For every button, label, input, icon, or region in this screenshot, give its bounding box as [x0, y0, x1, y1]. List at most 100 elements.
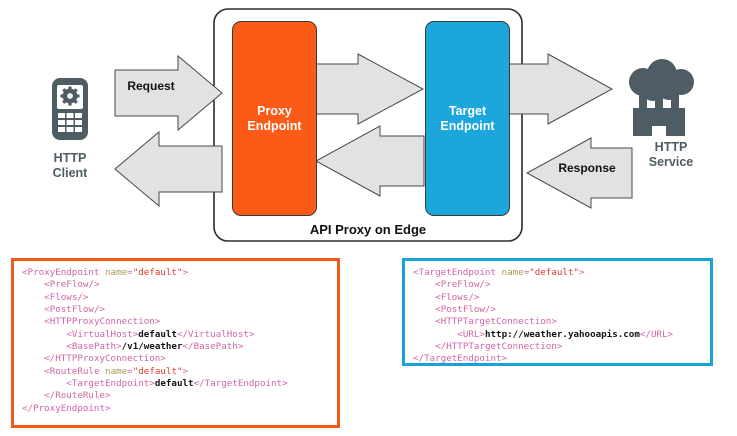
request-arrow — [114, 54, 223, 132]
http-service-label-line2: Service — [648, 155, 694, 169]
proxy-to-client-arrow — [114, 130, 223, 208]
code-token-punct: < — [66, 328, 72, 340]
api-proxy-container-title: API Proxy on Edge — [309, 222, 427, 237]
code-token-punct: < — [44, 365, 50, 377]
code-token-tag: PostFlow — [440, 304, 485, 316]
code-token-tag: PreFlow — [440, 279, 480, 291]
code-line: <PostFlow/> — [22, 304, 329, 316]
code-token-eq: = — [523, 267, 530, 278]
code-token-text — [22, 292, 44, 303]
code-token-tag: RouteRule — [49, 365, 100, 377]
code-token-tag: ProxyEndpoint — [27, 267, 100, 278]
code-line: <PreFlow/> — [413, 279, 702, 291]
code-token-text — [413, 279, 435, 290]
code-token-punct: > — [182, 365, 189, 377]
code-token-text — [22, 329, 66, 340]
code-token-punct: </ — [182, 341, 194, 353]
code-token-text — [22, 353, 44, 364]
proxy-to-target-arrow — [315, 53, 425, 125]
code-token-text — [22, 304, 44, 315]
code-token-punct: > — [105, 390, 111, 402]
proxy-endpoint-xml-block: <ProxyEndpoint name="default"> <PreFlow/… — [11, 258, 340, 428]
code-token-punct: > — [579, 267, 585, 278]
code-token-tag: HTTPTargetConnection — [440, 316, 552, 328]
code-token-punct: > — [237, 341, 244, 353]
code-token-tag: TargetEndpoint — [424, 353, 502, 365]
code-token-punct: </ — [435, 341, 447, 353]
target-to-service-arrow — [508, 53, 614, 125]
code-token-text — [22, 390, 44, 401]
response-arrow-label: Response — [558, 161, 616, 175]
code-token-punct: < — [435, 279, 441, 291]
code-token-punct: < — [44, 304, 50, 316]
code-token-punct: < — [435, 304, 441, 316]
code-token-attr: name — [501, 267, 524, 278]
code-token-attr: name — [105, 267, 128, 278]
code-line: <Flows/> — [413, 292, 702, 304]
code-token-punct: < — [435, 291, 441, 303]
code-token-punct: > — [556, 341, 563, 353]
code-token-tag: HTTPProxyConnection — [49, 316, 155, 328]
code-token-punct: < — [66, 378, 72, 390]
code-token-tag: PostFlow — [49, 304, 94, 316]
code-line: <TargetEndpoint name="default"> — [413, 267, 702, 279]
code-token-tag: URL — [462, 328, 480, 340]
code-line: <TargetEndpoint>default</TargetEndpoint> — [22, 378, 329, 390]
code-token-text — [413, 304, 435, 315]
code-token-text — [22, 378, 66, 389]
response-arrow — [525, 137, 633, 209]
code-token-punct: > — [551, 316, 557, 328]
http-service-icon — [629, 59, 694, 136]
code-token-punct: > — [479, 328, 485, 340]
code-token-text — [22, 341, 66, 352]
code-token-punct: /> — [484, 304, 497, 316]
code-token-tag: TargetEndpoint — [204, 378, 283, 390]
http-client-icon — [52, 78, 88, 140]
code-token-punct: </ — [176, 328, 189, 340]
code-token-text: default — [138, 328, 177, 340]
target-endpoint-xml-block: <TargetEndpoint name="default"> <PreFlow… — [402, 258, 713, 366]
request-arrow-label: Request — [127, 79, 175, 93]
code-line: <ProxyEndpoint name="default"> — [22, 267, 329, 279]
code-token-punct: < — [66, 341, 72, 353]
code-token-text — [413, 292, 435, 303]
code-token-text — [22, 366, 44, 377]
code-token-punct: > — [149, 378, 155, 390]
code-token-punct: > — [282, 378, 288, 390]
code-token-val: "default" — [132, 267, 183, 278]
code-token-eq: = — [127, 267, 133, 278]
code-token-punct: </ — [193, 378, 205, 390]
code-token-text — [413, 341, 435, 352]
code-token-punct: </ — [639, 328, 651, 340]
code-token-tag: VirtualHost — [188, 328, 249, 340]
code-token-eq: = — [127, 365, 133, 377]
code-token-punct: </ — [44, 390, 56, 402]
code-token-punct: </ — [413, 353, 425, 365]
code-token-tag: TargetEndpoint — [418, 267, 496, 278]
http-client-label: HTTP Client — [29, 151, 111, 181]
code-token-tag: Flows — [440, 291, 469, 303]
code-token-punct: > — [501, 353, 508, 365]
code-token-punct: > — [667, 328, 674, 340]
code-token-punct: /> — [77, 291, 89, 303]
code-token-tag: VirtualHost — [71, 328, 133, 340]
code-token-tag: RouteRule — [55, 390, 106, 402]
code-token-tag: HTTPProxyConnection — [55, 353, 161, 365]
code-token-tag: PreFlow — [49, 279, 89, 291]
code-token-punct: < — [413, 267, 419, 278]
code-line: <PostFlow/> — [413, 304, 702, 316]
code-token-val: "default" — [132, 365, 183, 377]
code-token-punct: /> — [88, 279, 100, 291]
code-token-attr: name — [105, 365, 128, 377]
http-service-label: HTTP Service — [630, 140, 712, 170]
code-token-tag: BasePath — [193, 341, 238, 353]
http-client-label-line1: HTTP — [53, 151, 87, 165]
code-token-text — [413, 329, 457, 340]
code-line: </RouteRule> — [22, 390, 329, 402]
code-token-val: "default" — [529, 267, 580, 278]
code-token-tag: HTTPTargetConnection — [446, 341, 557, 353]
code-token-punct: < — [435, 316, 441, 328]
